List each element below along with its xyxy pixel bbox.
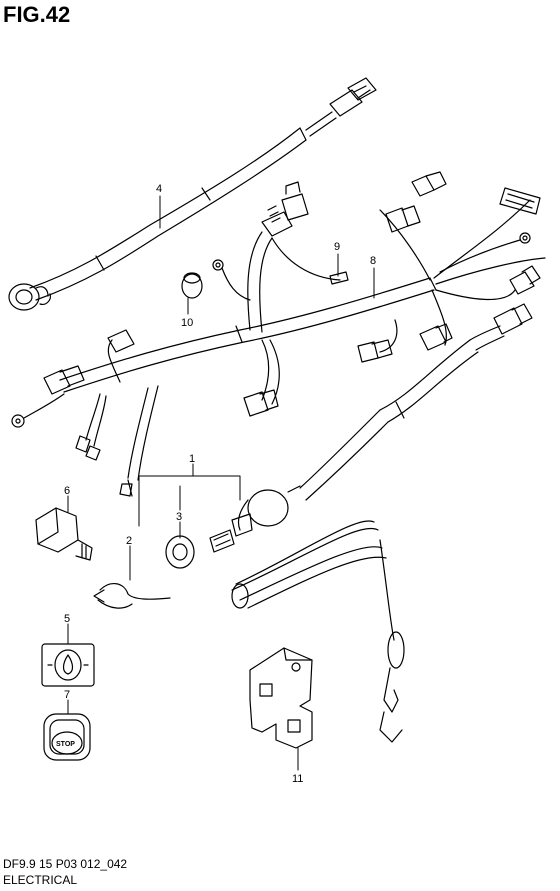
callout-4: 4	[156, 183, 162, 195]
part-4-switch-harness	[8, 77, 377, 311]
callout-8: 8	[370, 255, 376, 267]
section-label: ELECTRICAL	[3, 873, 78, 887]
figure-title: FIG.42	[3, 2, 71, 27]
part-5-oil-indicator	[41, 643, 95, 687]
part-8-main-harness	[11, 171, 546, 497]
part-7-stop-cap	[43, 713, 91, 761]
part-6-oil-switch	[35, 507, 93, 561]
callout-2: 2	[126, 535, 132, 547]
part-1-sensor-assembly	[165, 485, 301, 569]
callout-9: 9	[334, 241, 340, 253]
part-11-bracket	[249, 647, 313, 749]
callout-5: 5	[64, 613, 70, 625]
callout-3: 3	[176, 511, 182, 523]
stop-label: STOP	[56, 741, 75, 748]
part-8-lower-branch	[299, 303, 533, 501]
diagram-code: DF9.9 15 P03 012_042	[3, 857, 128, 871]
callout-1: 1	[189, 453, 195, 465]
callout-10: 10	[181, 317, 193, 329]
callout-7: 7	[64, 689, 70, 701]
callout-11: 11	[292, 773, 303, 785]
part-2-coil-cord	[93, 520, 405, 743]
callout-6: 6	[64, 485, 70, 497]
part-10-grommet	[181, 259, 251, 301]
leader-lines	[67, 195, 375, 771]
